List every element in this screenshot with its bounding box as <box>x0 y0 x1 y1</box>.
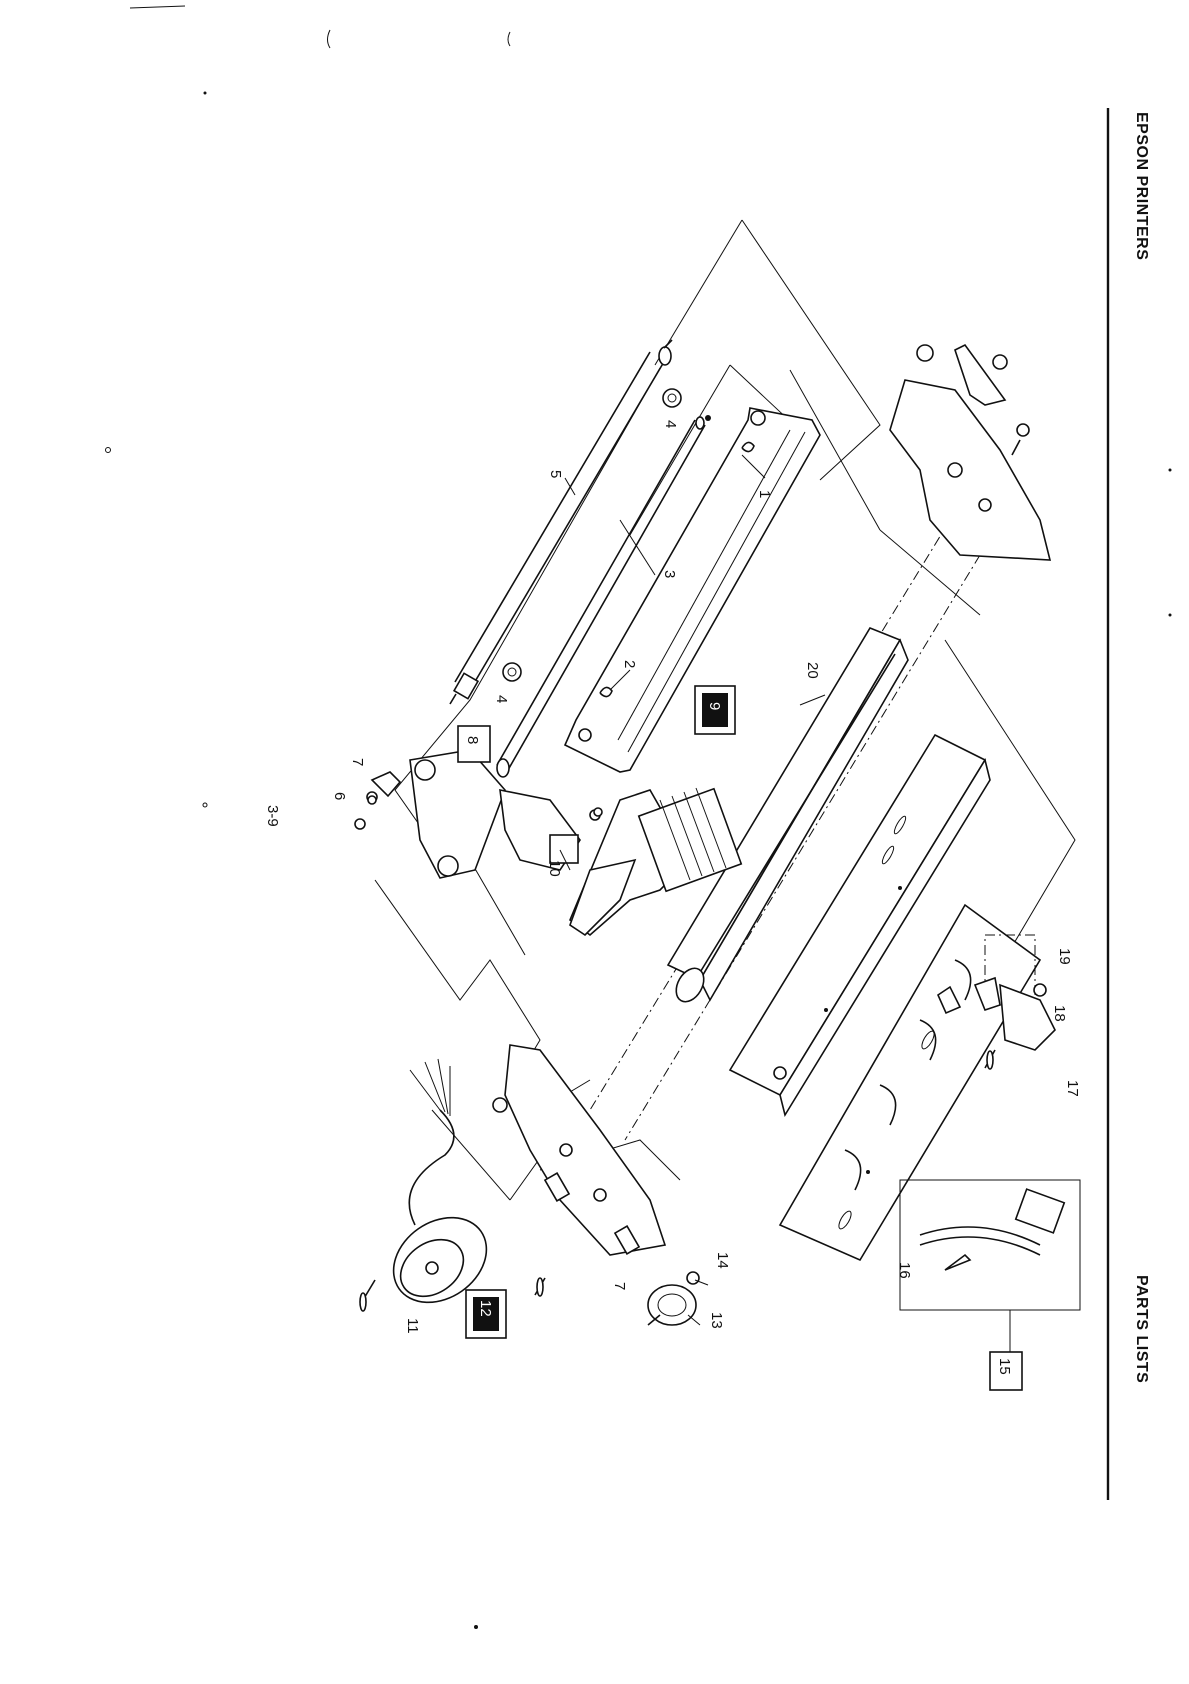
leader-line <box>688 1315 700 1325</box>
callout-5: 5 <box>547 470 564 478</box>
callout-17: 17 <box>1064 1080 1081 1097</box>
page-number: 3-9 <box>264 805 281 827</box>
svg-text:8: 8 <box>464 736 481 744</box>
callout-16: 16 <box>896 1262 913 1279</box>
part-e-ring-4 <box>503 663 521 681</box>
part-gear-13 <box>648 1272 699 1325</box>
boxed-callout-15: 15 <box>990 1352 1022 1390</box>
boxed-callout-8: 8 <box>458 726 490 762</box>
callout-7: 7 <box>349 758 366 766</box>
leader-line <box>620 520 655 575</box>
part-right-frame <box>890 345 1050 560</box>
part-e-ring-4 <box>663 389 681 407</box>
callout-13: 13 <box>708 1312 725 1329</box>
part-motor-12 <box>360 1059 503 1320</box>
callout-19: 19 <box>1056 948 1073 965</box>
boxed-callout-9: 9 <box>695 686 735 734</box>
callout-20: 20 <box>804 662 821 679</box>
callout-6: 6 <box>331 792 348 800</box>
leader-line <box>800 695 825 705</box>
callout-14: 14 <box>714 1252 731 1269</box>
callout-2: 2 <box>621 660 638 668</box>
callout-11: 11 <box>404 1318 421 1334</box>
svg-text:12: 12 <box>477 1300 494 1317</box>
callout-4: 4 <box>662 420 679 428</box>
callout-18: 18 <box>1051 1005 1068 1022</box>
callout-10: 10 <box>546 860 563 877</box>
svg-text:15: 15 <box>996 1358 1013 1375</box>
callout-4b: 4 <box>493 695 510 703</box>
callout-7b: 7 <box>611 1282 628 1290</box>
part-group-15 <box>900 1180 1080 1352</box>
part-left-frame <box>493 1045 665 1296</box>
part-carriage-assembly <box>367 750 600 878</box>
svg-text:9: 9 <box>706 702 723 710</box>
callout-1: 1 <box>756 490 773 498</box>
callout-3: 3 <box>661 570 678 578</box>
boxed-callout-12: 12 <box>466 1290 506 1338</box>
part-paper-guide <box>565 408 820 772</box>
